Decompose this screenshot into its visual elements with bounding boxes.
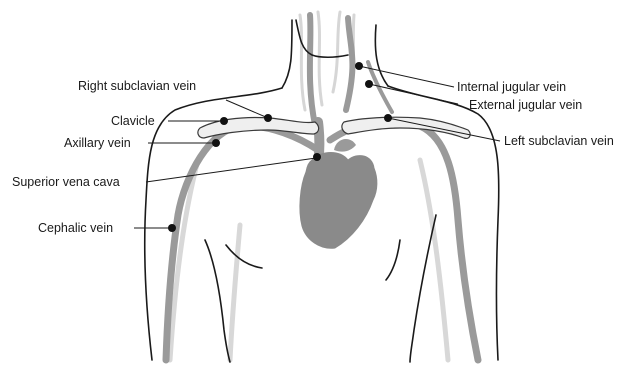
leader-right-subclavian (226, 100, 268, 118)
label-cephalic-vein: Cephalic vein (38, 221, 113, 235)
heart-shape (300, 153, 377, 249)
point-right-subclavian (264, 114, 272, 122)
point-external-jugular (365, 80, 373, 88)
left-clavicle (342, 117, 470, 138)
right-internal-jugular (310, 15, 315, 125)
label-right-subclavian-vein: Right subclavian vein (78, 79, 196, 93)
label-superior-vena-cava: Superior vena cava (12, 175, 120, 189)
point-axillary (212, 139, 220, 147)
point-left-subclavian (384, 114, 392, 122)
leader-left-subclavian (388, 118, 500, 141)
left-subclavian-axillary (330, 121, 478, 360)
label-axillary-vein: Axillary vein (64, 136, 131, 150)
label-internal-jugular-vein: Internal jugular vein (457, 80, 566, 94)
left-internal-jugular (346, 18, 352, 110)
heart-aorta (334, 139, 356, 152)
label-clavicle: Clavicle (111, 114, 155, 128)
point-cephalic (168, 224, 176, 232)
leader-svc (146, 158, 316, 182)
point-svc (313, 153, 321, 161)
point-internal-jugular (355, 62, 363, 70)
label-external-jugular-vein: External jugular vein (469, 98, 582, 112)
point-clavicle (220, 117, 228, 125)
label-left-subclavian-vein: Left subclavian vein (504, 134, 614, 148)
